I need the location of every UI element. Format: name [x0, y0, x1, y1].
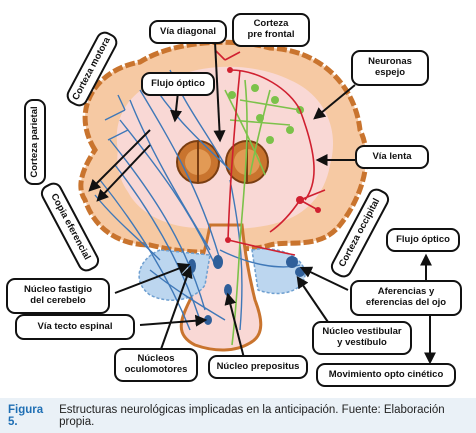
label-via-diagonal: Vía diagonal [149, 20, 227, 44]
label-via-tecto-espinal: Vía tecto espinal [15, 314, 135, 340]
label-corteza-prefrontal: Corteza pre frontal [232, 13, 310, 47]
figure-caption: Figura 5. Estructuras neurológicas impli… [0, 398, 476, 433]
label-neuronas-espejo: Neuronas espejo [351, 50, 429, 86]
label-via-lenta: Vía lenta [355, 145, 429, 169]
brain-inner [116, 66, 334, 230]
label-nucleos-oculomotores: Núcleos oculomotores [114, 348, 198, 382]
caption-text: Estructuras neurológicas implicadas en l… [59, 403, 445, 428]
red-neurons [225, 67, 321, 243]
figure-label: Figura 5. [8, 403, 44, 428]
green-pathways [224, 79, 301, 346]
label-aferencias: Aferencias y eferencias del ojo [350, 280, 462, 316]
label-nucleo-fastigio: Núcleo fastigio del cerebelo [6, 278, 110, 314]
label-movimiento-opto: Movimiento opto cinético [316, 363, 456, 387]
label-flujo-optico-right: Flujo óptico [386, 228, 460, 252]
label-corteza-parietal: Corteza parietal [24, 99, 46, 185]
label-flujo-optico-top: Flujo óptico [141, 72, 215, 96]
red-pathways [214, 49, 326, 256]
green-neurons [228, 84, 304, 144]
label-nucleo-vestibular: Núcleo vestibular y vestíbulo [312, 321, 412, 355]
label-nucleo-prepositus: Núcleo prepositus [208, 355, 308, 379]
blue-pathways [94, 69, 301, 331]
label-arrows [88, 41, 436, 365]
